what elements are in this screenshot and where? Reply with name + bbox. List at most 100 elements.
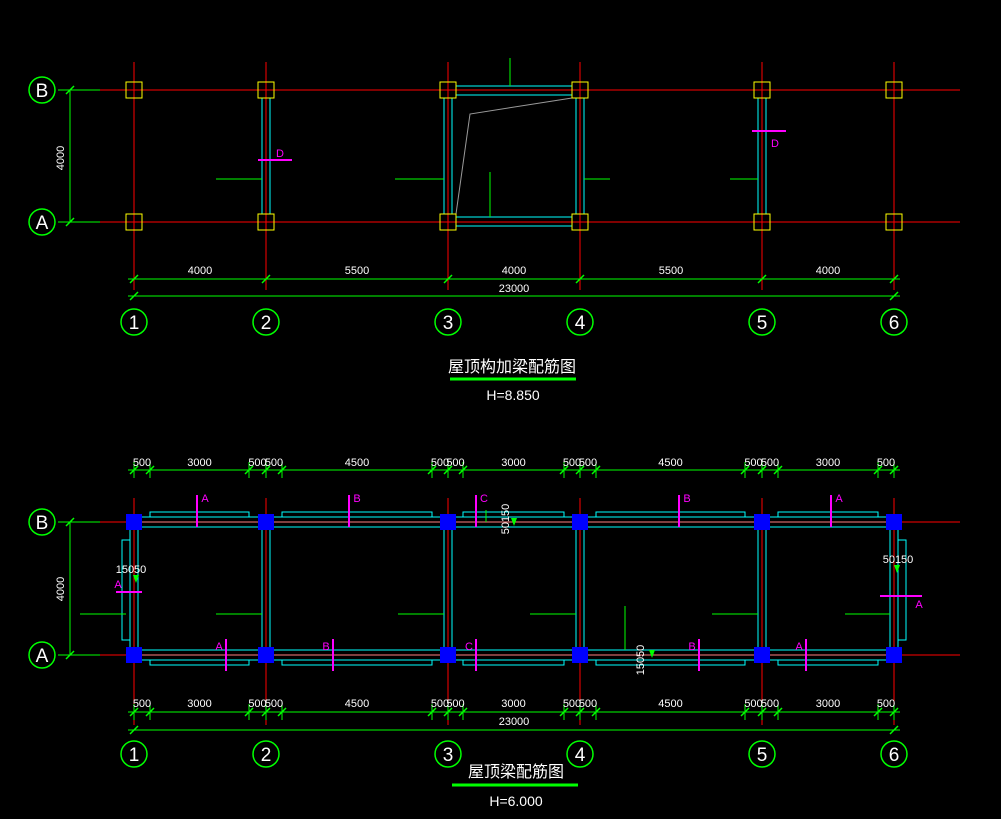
haunch-top bbox=[149, 511, 250, 517]
col-bubble-1-label: 1 bbox=[129, 745, 140, 766]
col-bubble-2-circle bbox=[252, 740, 280, 768]
column-1 bbox=[126, 514, 142, 530]
span-dimension-label: 4500 bbox=[658, 698, 682, 710]
col-bubble-3-circle bbox=[434, 740, 462, 768]
col-bubble-1-circle bbox=[120, 308, 148, 336]
col-bubble-2-circle bbox=[252, 308, 280, 336]
span-dimension-label: 4500 bbox=[345, 457, 369, 469]
row-dimension-label: 4000 bbox=[55, 577, 67, 601]
column-2 bbox=[258, 647, 274, 663]
lower-plan-elevation: H=6.000 bbox=[489, 793, 543, 809]
total-dimension-label: 23000 bbox=[499, 283, 530, 295]
annotation-label: 50150 bbox=[500, 504, 512, 535]
column-4 bbox=[571, 213, 589, 231]
column-4 bbox=[572, 514, 588, 530]
span-dimension-label: 500 bbox=[761, 457, 779, 469]
upper-plan-title: 屋顶构加梁配筋图 bbox=[448, 358, 576, 376]
column-6 bbox=[886, 647, 902, 663]
annotation-arrow bbox=[649, 650, 655, 658]
col-bubble-2-label: 2 bbox=[261, 313, 272, 334]
section-mark-label: A bbox=[795, 641, 803, 653]
row-bubble-A-label: A bbox=[36, 646, 49, 667]
col-bubble-6-circle bbox=[880, 308, 908, 336]
span-dimension-label: 500 bbox=[761, 698, 779, 710]
column-6 bbox=[885, 81, 903, 99]
span-dimension-label: 500 bbox=[133, 698, 151, 710]
column-2 bbox=[257, 213, 275, 231]
bay-dimension-label: 5500 bbox=[345, 265, 369, 277]
span-dimension-label: 500 bbox=[248, 698, 266, 710]
column-5 bbox=[754, 514, 770, 530]
haunch-bottom bbox=[149, 660, 250, 666]
column-5 bbox=[753, 213, 771, 231]
col-bubble-6-circle bbox=[880, 740, 908, 768]
row-bubble-A-label: A bbox=[36, 213, 49, 234]
section-mark-label: B bbox=[353, 493, 360, 505]
column-1 bbox=[125, 81, 143, 99]
column-3 bbox=[439, 81, 457, 99]
col-bubble-3-label: 3 bbox=[443, 313, 454, 334]
bay-dimension-label: 4000 bbox=[816, 265, 840, 277]
span-dimension-label: 500 bbox=[877, 457, 895, 469]
dimension-tick bbox=[129, 274, 139, 284]
row-bubble-B-circle bbox=[28, 76, 56, 104]
dimension-tick bbox=[443, 274, 453, 284]
span-dimension-label: 3000 bbox=[501, 698, 525, 710]
annotation-arrow bbox=[894, 565, 900, 573]
section-mark-label: B bbox=[688, 641, 695, 653]
span-dimension-label: 3000 bbox=[501, 457, 525, 469]
column-6 bbox=[885, 213, 903, 231]
haunch-bottom bbox=[777, 660, 879, 666]
section-mark-label: A bbox=[835, 493, 843, 505]
column-4 bbox=[571, 81, 589, 99]
section-mark-label: D bbox=[276, 148, 284, 160]
haunch-bottom bbox=[462, 660, 565, 666]
col-bubble-5-label: 5 bbox=[757, 745, 768, 766]
span-dimension-label: 500 bbox=[579, 698, 597, 710]
haunch-right bbox=[898, 539, 907, 641]
span-dimension-label: 500 bbox=[431, 457, 449, 469]
section-mark-label: A bbox=[201, 493, 209, 505]
bay-dimension-label: 4000 bbox=[188, 265, 212, 277]
row-dimension-label: 4000 bbox=[55, 146, 67, 170]
col-bubble-1-label: 1 bbox=[129, 313, 140, 334]
column-4 bbox=[572, 647, 588, 663]
row-bubble-B-label: B bbox=[36, 81, 49, 102]
span-dimension-label: 3000 bbox=[187, 698, 211, 710]
lower-plan-title: 屋顶梁配筋图 bbox=[468, 763, 564, 781]
span-dimension-label: 500 bbox=[265, 457, 283, 469]
row-bubble-A-circle bbox=[28, 208, 56, 236]
col-bubble-4-label: 4 bbox=[575, 313, 586, 334]
dimension-tick bbox=[65, 217, 75, 227]
dimension-tick bbox=[129, 291, 139, 301]
haunch-bottom bbox=[281, 660, 433, 666]
span-dimension-label: 500 bbox=[446, 698, 464, 710]
col-bubble-2-label: 2 bbox=[261, 745, 272, 766]
slab-diagonal bbox=[455, 97, 573, 215]
span-dimension-label: 500 bbox=[446, 457, 464, 469]
col-bubble-5-circle bbox=[748, 740, 776, 768]
span-dimension-label: 500 bbox=[744, 457, 762, 469]
col-bubble-3-label: 3 bbox=[443, 745, 454, 766]
dimension-tick bbox=[889, 274, 899, 284]
span-dimension-label: 3000 bbox=[187, 457, 211, 469]
total-dimension-label: 23000 bbox=[499, 716, 530, 728]
haunch-top bbox=[595, 511, 746, 517]
col-bubble-4-circle bbox=[566, 308, 594, 336]
row-bubble-B-circle bbox=[28, 508, 56, 536]
section-mark-label: B bbox=[322, 641, 329, 653]
dimension-tick bbox=[65, 85, 75, 95]
bay-dimension-label: 4000 bbox=[502, 265, 526, 277]
section-mark-label: C bbox=[480, 493, 488, 505]
annotation-arrow bbox=[511, 518, 517, 526]
col-bubble-5-circle bbox=[748, 308, 776, 336]
dimension-tick bbox=[889, 291, 899, 301]
span-dimension-label: 500 bbox=[133, 457, 151, 469]
col-bubble-4-label: 4 bbox=[575, 745, 586, 766]
span-dimension-label: 3000 bbox=[816, 457, 840, 469]
section-mark-label: D bbox=[771, 138, 779, 150]
haunch-bottom bbox=[595, 660, 746, 666]
